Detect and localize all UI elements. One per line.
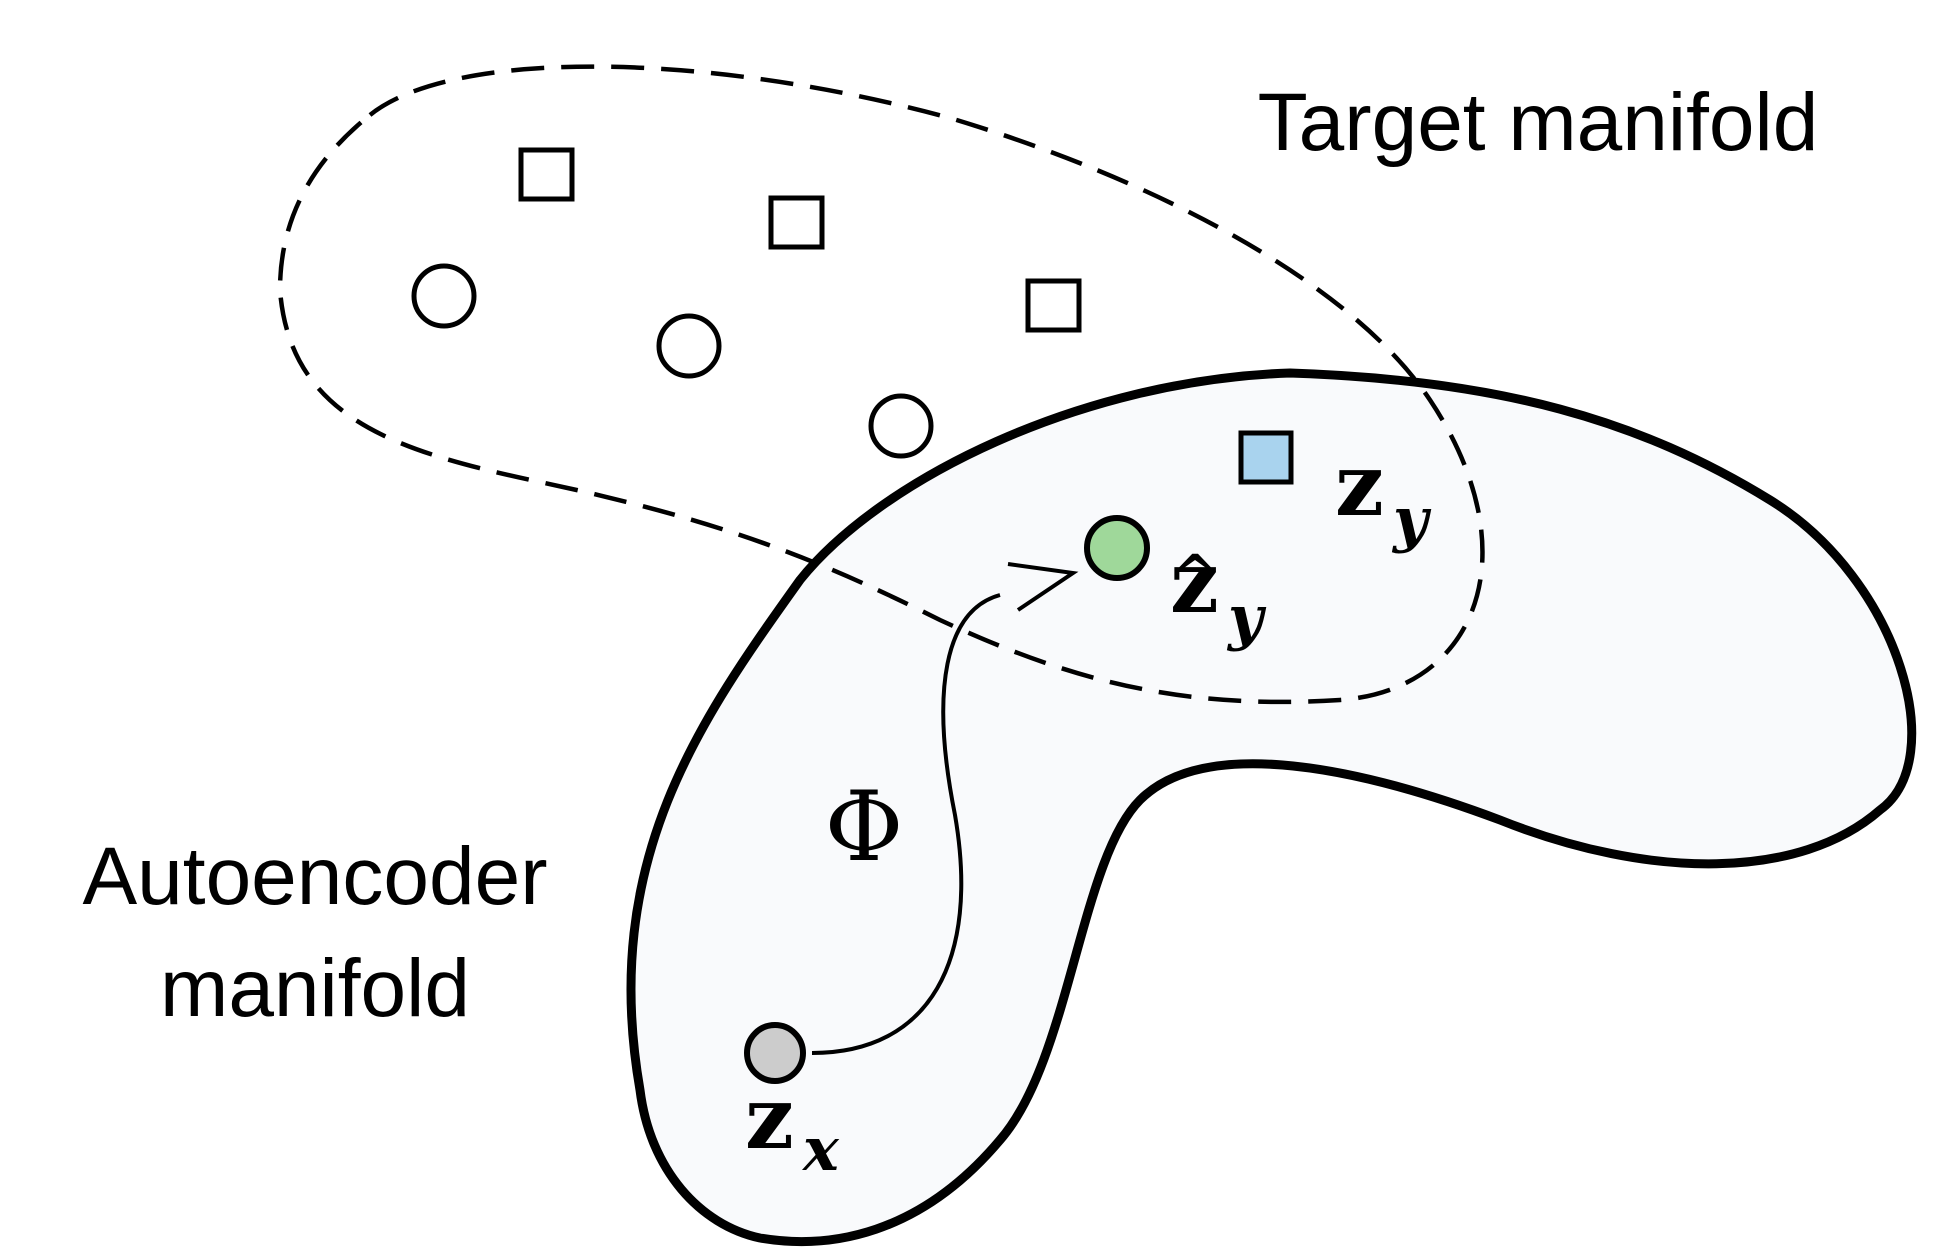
target-manifold-boundary (277, 64, 1485, 705)
zhat-y-label-base: z (1170, 532, 1219, 633)
target-square-marker-2 (768, 195, 825, 250)
zy-label-base: z (1335, 435, 1384, 536)
autoencoder-manifold-region (626, 368, 1917, 1247)
zhat-y-label-subscript: y (1226, 583, 1267, 653)
zy-target-square (1238, 430, 1294, 485)
zx-label-subscript: x (801, 1115, 840, 1185)
zx-label-base: z (745, 1068, 794, 1169)
target-circle-marker-2 (656, 313, 722, 379)
target-circle-marker-1 (411, 263, 477, 329)
phi-mapping-curve (811, 593, 1001, 1055)
phi-label: Φ (825, 771, 904, 883)
zx-source-point (744, 1022, 806, 1084)
target-manifold-label: Target manifold (1258, 77, 1819, 168)
target-circle-marker-3 (868, 393, 934, 459)
autoencoder-manifold-label-line2: manifold (160, 943, 470, 1034)
target-square-marker-1 (518, 147, 575, 202)
autoencoder-manifold-label-line1: Autoencoder (82, 831, 547, 922)
zhat-y-mapped-point (1084, 515, 1150, 581)
target-square-marker-3 (1025, 278, 1082, 333)
phi-arrowhead-icon (1007, 562, 1079, 612)
zhat-y-label-hat: ^ (1173, 544, 1217, 605)
zy-label-subscript: y (1391, 485, 1432, 555)
